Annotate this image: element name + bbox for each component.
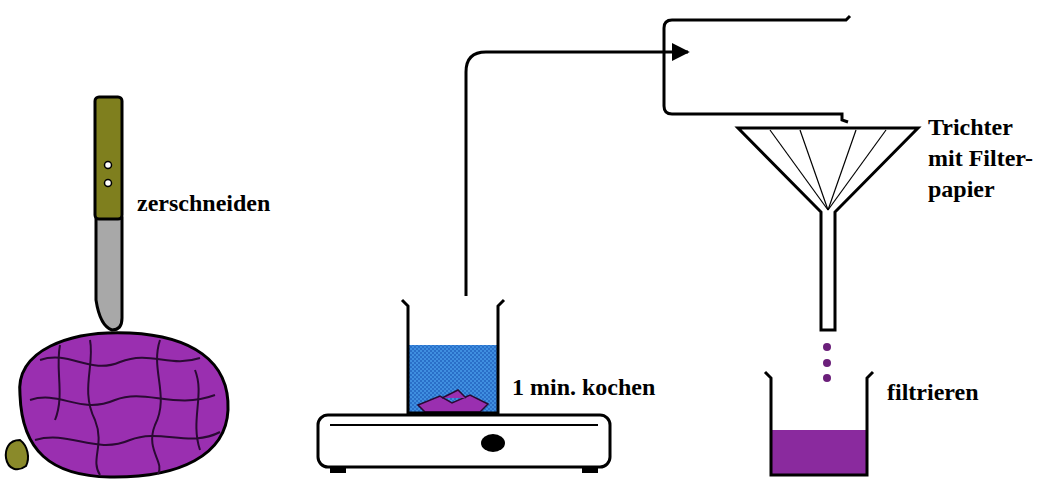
funnel-label: Trichter mit Filter- papier (928, 112, 1046, 205)
step-label: 1 min. kochen (512, 372, 712, 403)
step-label: filtrieren (887, 377, 1037, 408)
step-label: zerschneiden (137, 188, 337, 219)
knife (95, 97, 122, 330)
red-cabbage (6, 333, 228, 477)
funnel (738, 128, 918, 330)
boiling-beaker (402, 300, 504, 413)
process-arrow (466, 52, 688, 296)
hotplate (318, 415, 610, 473)
drops (823, 343, 831, 382)
pouring-beaker (664, 16, 850, 122)
collecting-beaker (765, 372, 873, 475)
